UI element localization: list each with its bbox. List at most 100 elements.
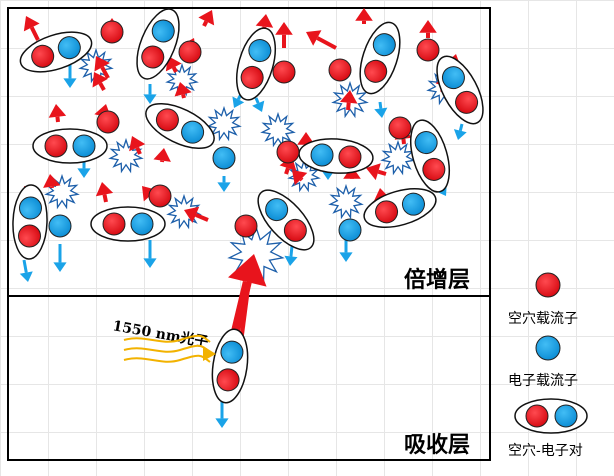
hole-arrow-10-icon <box>174 82 192 97</box>
electron-hole-pair-11-carrier-b <box>283 218 307 242</box>
hole-arrow-13-icon <box>255 14 274 28</box>
hole-carrier-5 <box>96 110 120 134</box>
electron-arrow-36-icon <box>53 262 67 272</box>
hole-arrow-8-icon <box>198 10 215 26</box>
electron-hole-pair-4 <box>436 55 484 125</box>
impact-burst-2-icon <box>206 105 242 142</box>
hole-arrow-0-icon <box>23 16 40 32</box>
hole-arrow-42-shaft <box>195 213 209 222</box>
legend-hole-icon <box>535 272 561 298</box>
electron-carrier-12 <box>338 218 362 242</box>
electron-hole-pair-5 <box>32 128 108 164</box>
electron-hole-pair-7-carrier-b <box>338 145 362 169</box>
hole-arrow-25-icon <box>129 136 146 152</box>
electron-hole-pair-12-carrier-a <box>375 200 399 224</box>
electron-hole-pair-10-outline <box>90 206 166 242</box>
legend: 空穴载流子 电子载流子 空穴-电子对 <box>508 272 588 459</box>
legend-pair-label: 空穴-电子对 <box>508 443 583 459</box>
electron-hole-pair-11 <box>257 189 315 251</box>
electron-hole-pair-1-carrier-b <box>151 19 175 43</box>
photon-arrowhead-icon <box>203 346 216 361</box>
hole-arrow-46-shaft <box>299 177 304 182</box>
hole-arrow-3-shaft <box>100 66 110 79</box>
electron-hole-pair-3-outline <box>359 21 401 95</box>
avalanche-arrow-icon <box>228 254 267 287</box>
hole-arrow-42-icon <box>184 206 200 224</box>
electron-arrow-26-icon <box>77 168 91 178</box>
hole-arrow-0-shaft <box>29 26 40 41</box>
legend-pair-hole-icon <box>525 404 549 428</box>
electron-arrow-44-icon <box>339 252 353 262</box>
electron-hole-pair-8-carrier-a <box>414 131 438 155</box>
hole-arrow-15-shaft <box>316 36 337 50</box>
electron-hole-pair-6-carrier-b <box>181 120 205 144</box>
impact-burst-6-icon <box>260 111 296 148</box>
electron-hole-pair-5-outline <box>32 128 108 164</box>
hole-arrow-9-shaft <box>171 66 178 73</box>
electron-hole-pair-7-carrier-a <box>310 143 334 167</box>
electron-hole-pair-6-outline <box>145 102 215 150</box>
carrier-group <box>12 8 484 428</box>
electron-arrow-43-shaft <box>289 245 294 257</box>
electron-hole-pair-9-outline <box>12 184 48 260</box>
electron-hole-pair-0-carrier-a <box>31 44 55 68</box>
electron-arrow-11-icon <box>232 96 245 108</box>
electron-hole-pair-3 <box>359 21 401 95</box>
electron-arrow-14-icon <box>252 100 265 112</box>
hole-arrow-10-shaft <box>181 93 186 99</box>
electron-hole-pair-12-outline <box>363 187 437 229</box>
electron-hole-pair-2-outline <box>235 27 277 101</box>
electron-hole-pair-3-carrier-b <box>372 33 396 57</box>
hole-arrow-25-shaft <box>135 146 142 155</box>
electron-hole-pair-0-carrier-b <box>57 36 81 60</box>
electron-hole-pair-8-carrier-b <box>422 157 446 181</box>
electron-hole-pair-8 <box>409 119 451 193</box>
electron-hole-pair-2 <box>235 27 277 101</box>
legend-hole-label: 空穴载流子 <box>508 311 578 327</box>
impact-burst-11-icon <box>328 183 364 220</box>
electron-hole-pair-2-carrier-a <box>240 65 264 89</box>
impact-burst-9-icon <box>380 139 416 176</box>
hole-arrow-29-shaft <box>284 167 290 175</box>
electron-hole-pair-3-carrier-a <box>364 59 388 83</box>
electron-hole-pair-6-carrier-a <box>155 108 179 132</box>
electron-hole-pair-2-carrier-b <box>248 39 272 63</box>
electron-arrow-40-icon <box>143 258 157 268</box>
hole-carrier-9 <box>234 214 258 238</box>
electron-hole-pair-9 <box>12 184 48 260</box>
electron-arrow-22-icon <box>453 129 467 140</box>
electron-hole-pair-11-carrier-a <box>265 198 289 222</box>
hole-arrow-46-icon <box>292 170 308 186</box>
electron-hole-pair-0-outline <box>19 31 93 73</box>
multiplication-layer-label: 倍增层 <box>404 267 470 293</box>
hole-arrow-3-icon <box>94 56 110 72</box>
electron-hole-pair-6 <box>145 102 215 150</box>
hole-carrier-8 <box>148 184 172 208</box>
electron-carrier-11 <box>48 214 72 238</box>
hole-arrow-4-shaft <box>98 82 106 91</box>
electron-hole-pair-12-carrier-b <box>401 192 425 216</box>
hole-carrier-2 <box>272 60 296 84</box>
hole-carrier-6 <box>276 140 300 164</box>
hole-carrier-1 <box>178 40 202 64</box>
hole-arrow-27-icon <box>153 148 171 162</box>
hole-arrow-23-shaft <box>55 116 60 123</box>
electron-hole-pair-5-carrier-a <box>44 134 68 158</box>
hole-arrow-8-shaft <box>202 20 209 27</box>
electron-hole-pair-4-carrier-b <box>455 90 479 114</box>
hole-arrow-12-icon <box>275 22 293 35</box>
electron-hole-pair-10 <box>90 206 166 242</box>
electron-arrow-17-icon <box>374 107 388 118</box>
electron-hole-pair-1 <box>136 8 180 80</box>
electron-hole-pair-13-carrier-b <box>220 340 244 364</box>
electron-hole-pair-4-carrier-a <box>441 66 465 90</box>
hole-arrow-16-icon <box>355 8 373 21</box>
hole-carrier-0 <box>100 20 124 44</box>
hole-arrow-18-shaft <box>346 102 351 111</box>
electron-arrow-50-icon <box>215 418 229 428</box>
electron-hole-pair-9-carrier-b <box>18 196 42 220</box>
electron-hole-pair-9-carrier-a <box>18 224 42 248</box>
electron-hole-pair-1-carrier-a <box>141 45 165 69</box>
legend-pair-electron-icon <box>554 404 578 428</box>
electron-hole-pair-12 <box>363 187 437 229</box>
